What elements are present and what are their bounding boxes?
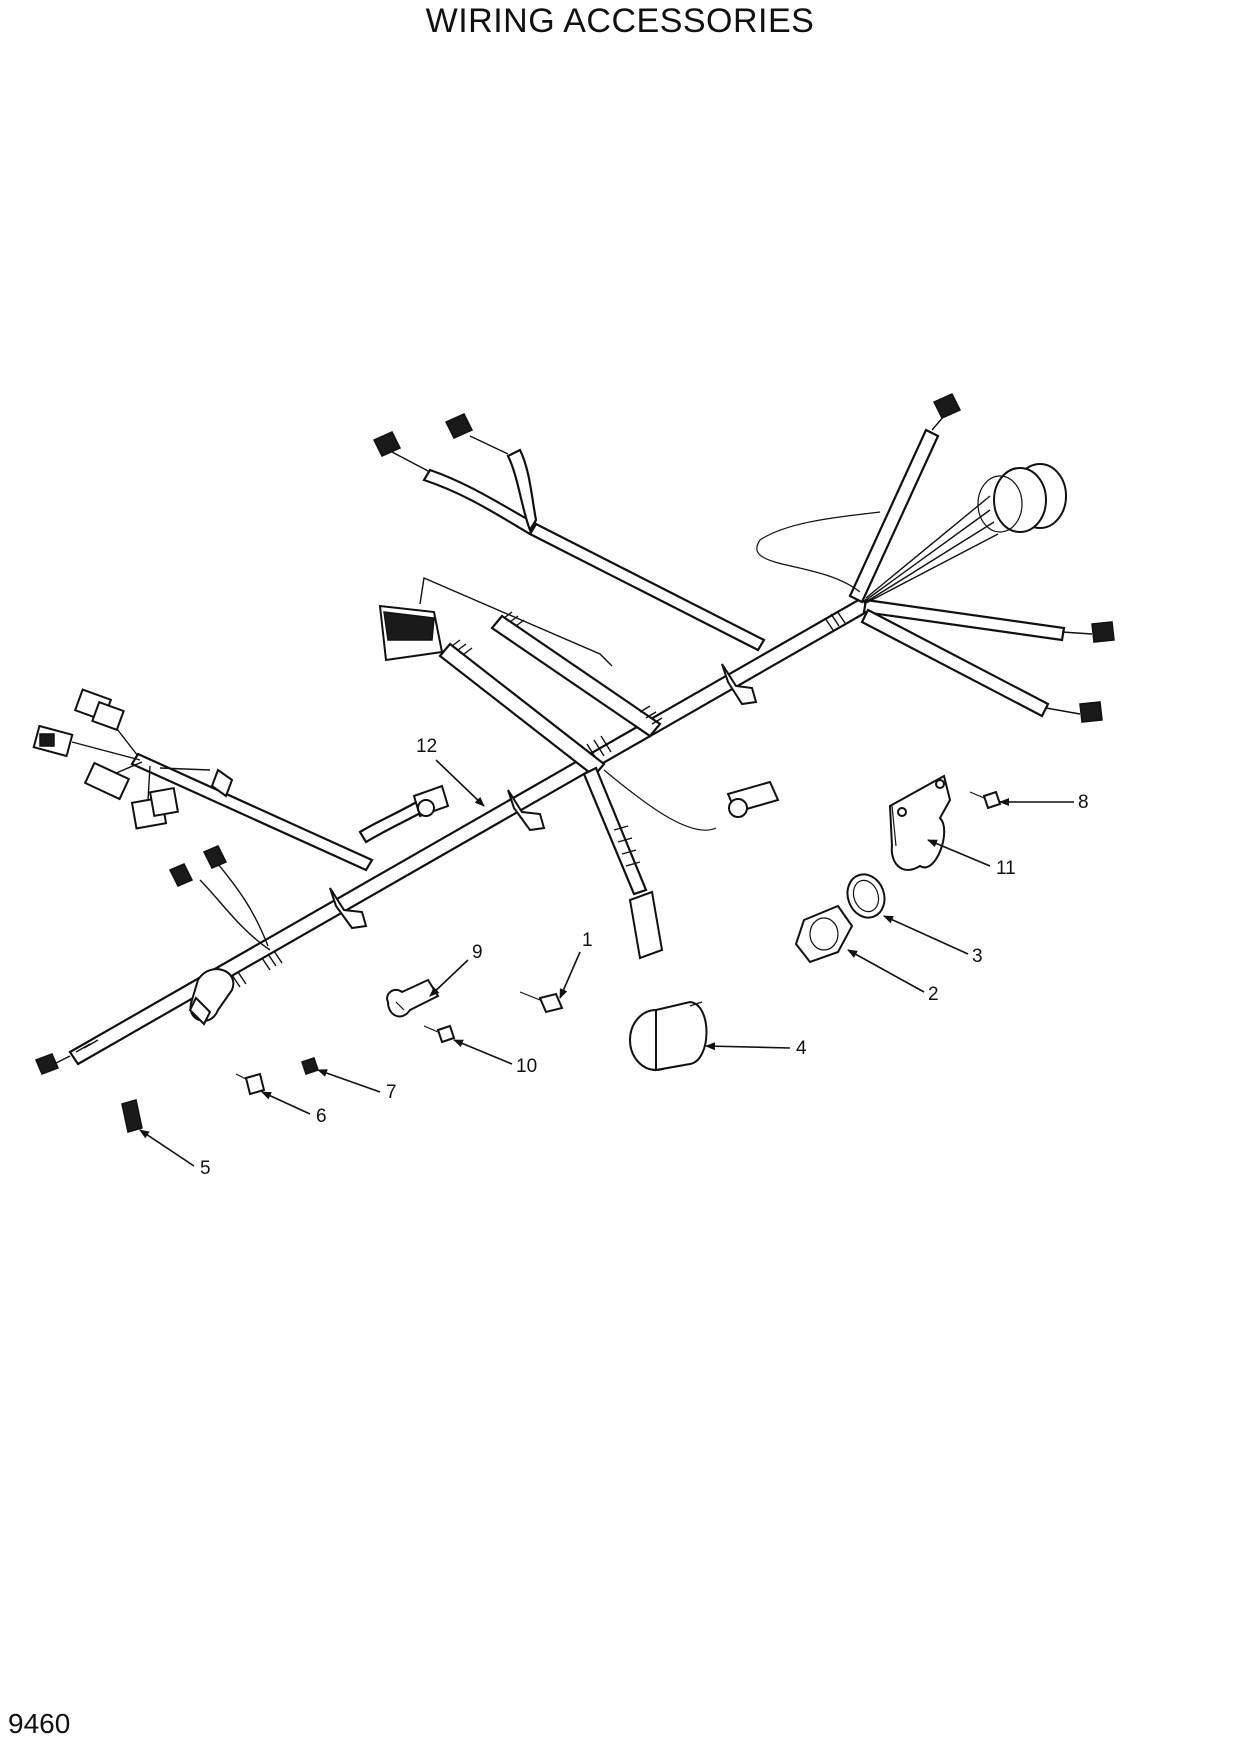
callout-9: 9 [472,942,483,963]
callout-10: 10 [516,1056,537,1077]
callout-4: 4 [796,1038,807,1059]
nut-plate-part-2 [794,904,854,964]
clip-part-9 [386,978,440,1018]
center-diagonal-branches [438,611,780,960]
right-side-branches [756,393,1115,723]
left-end-pigtail [35,968,235,1075]
callout-8: 8 [1078,792,1089,813]
nut-part-6 [235,1072,266,1096]
cylinder-part-4 [629,1000,708,1072]
left-lower-branch [168,845,271,951]
upper-left-branch [372,413,766,652]
terminal-part-5 [121,1099,143,1133]
nut-part-7 [301,1057,319,1075]
callout-12: 12 [416,736,437,757]
callout-7: 7 [386,1082,397,1103]
callout-6: 6 [316,1106,327,1127]
left-upper-branch [32,688,374,872]
callout-5: 5 [200,1158,211,1179]
callout-labels: 1 2 3 4 5 6 7 8 9 10 11 12 [200,736,1089,1179]
callout-1: 1 [582,930,593,951]
ring-part-3 [846,873,886,919]
screw-part-8 [969,790,1002,810]
page-title: WIRING ACCESSORIES [425,2,815,40]
callout-3: 3 [972,946,983,967]
callout-leaders [139,759,1074,1167]
screw-part-10 [423,1024,456,1044]
bracket-part-11 [888,774,952,871]
bolt-part-1 [519,991,564,1014]
trunk-clamps [329,663,758,930]
sensor-branch-left [358,784,450,844]
relay-block [378,576,613,667]
callout-2: 2 [928,984,939,1005]
callout-11: 11 [996,858,1016,879]
page-number: 9460 [8,1708,71,1739]
